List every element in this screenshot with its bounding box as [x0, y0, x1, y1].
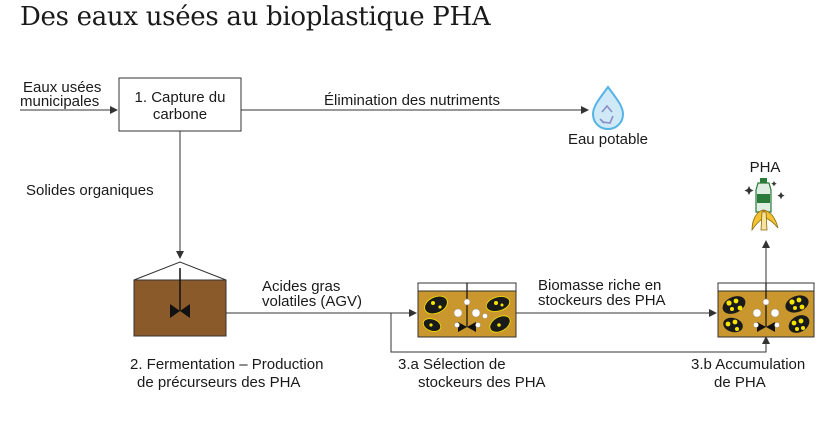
edge-biomass-label-line2: stockeurs des PHA: [538, 292, 666, 309]
mixer-impeller-icon: [170, 268, 190, 318]
pha-granules: [725, 297, 805, 331]
node-capture: 1. Capture du carbone: [118, 77, 242, 132]
node-selection: 3.a Sélection de stockeurs des PHA: [398, 282, 546, 391]
influent-label-line2: municipales: [20, 93, 99, 110]
air-bubbles: [453, 298, 488, 328]
edge-biomass-label-line1: Biomasse riche en: [538, 277, 661, 294]
edge-solids-label: Solides organiques: [26, 182, 154, 199]
selection-label-line1: 3.a Sélection de: [398, 356, 506, 373]
edge-vfa-to-accumulation: [390, 313, 770, 353]
influent-label-line1: Eaux usées: [23, 79, 101, 96]
mixer-impeller-icon: [458, 322, 476, 332]
fermentation-label-line2: de précurseurs des PHA: [137, 374, 300, 391]
diagram-title: Des eaux usées au bioplastique PHA: [20, 2, 491, 32]
edge-vfa-label-line1: Acides gras: [262, 278, 340, 295]
accumulation-label-line2: de PHA: [714, 374, 766, 391]
sparkle-icon: [744, 181, 785, 200]
edge-vfa-label-line2: volatiles (AGV): [262, 293, 362, 310]
selection-label-line2: stockeurs des PHA: [418, 374, 546, 391]
air-bubbles: [752, 298, 780, 328]
capture-box: [118, 77, 242, 132]
pha-bottle-icon: [755, 178, 772, 213]
banana-peel-icon: [751, 209, 779, 232]
accumulation-label-line1: 3.b Accumulation: [691, 356, 805, 373]
fermentation-label-line1: 2. Fermentation – Production: [130, 356, 323, 373]
bacteria-cells: [422, 295, 511, 333]
water-drop-recycle-icon: [591, 85, 625, 131]
pha-label: PHA: [750, 159, 781, 176]
mixer-impeller-icon: [757, 322, 775, 332]
node-fermentation: 2. Fermentation – Production de précurse…: [130, 261, 323, 391]
edge-nutrients-label: Élimination des nutriments: [324, 92, 500, 109]
potable-water-label: Eau potable: [568, 131, 648, 148]
capture-label-line1: 1. Capture du: [135, 89, 226, 106]
node-accumulation: 3.b Accumulation de PHA: [691, 282, 815, 391]
node-influent: Eaux usées municipales: [20, 79, 101, 110]
capture-label-line2: carbone: [153, 106, 207, 123]
